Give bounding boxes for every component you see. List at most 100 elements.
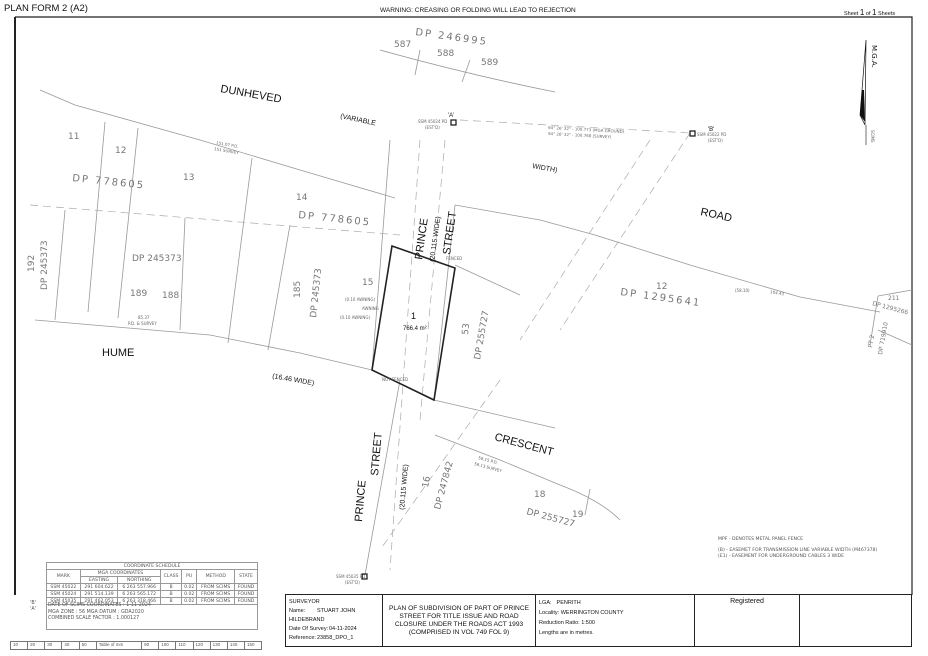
schedule-note: DATE OF SCIMS COORDINATES : 1-11-2024 xyxy=(48,603,151,608)
road-name-prince-upper: PRINCE xyxy=(413,218,431,261)
cell-mark: SSM 45022 xyxy=(46,583,81,591)
dp-label: DP 778605 xyxy=(298,210,372,229)
legend: MPF - DENOTES METAL PANEL FENCE (B) - EA… xyxy=(718,537,877,561)
scale-tick: 50 xyxy=(80,642,97,649)
boundary-lines xyxy=(34,49,913,576)
lot-label: PT 2 xyxy=(867,334,876,348)
road-name-street-upper: STREET xyxy=(441,210,459,255)
reference-label: Reference: xyxy=(289,635,316,641)
cell-class: B xyxy=(160,583,182,591)
lengths-note: Lengths are in metres. xyxy=(539,630,594,636)
ratio-label: Reduction Ratio: xyxy=(539,620,580,626)
cell-state: FOUND xyxy=(234,597,258,605)
sheet-number: 1 xyxy=(859,8,865,17)
road-name-street-lower: STREET xyxy=(369,432,385,477)
lot-label: 16 xyxy=(421,475,433,488)
road-distance: 104.43 xyxy=(770,289,785,296)
scale-tick: 130 xyxy=(211,642,228,649)
lot-1-area: 766.4 m² xyxy=(403,326,427,332)
plan-title-panel: PLAN OF SUBDIVISION OF PART OF PRINCE ST… xyxy=(382,594,536,647)
legend-easement-e1: (E1) - EASEMENT FOR UNDERGROUND CABLES 3… xyxy=(718,554,844,560)
crescent-survey: 58.13 SURVEY xyxy=(474,461,503,473)
col-mga: MGA COORDINATES xyxy=(79,569,162,577)
col-class: CLASS xyxy=(160,569,182,584)
schedule-mark-refs: 'B' 'A' xyxy=(30,582,36,614)
hume-distance-note: P.D. & SURVEY xyxy=(128,321,157,326)
col-pu: PU xyxy=(180,569,198,584)
dp-label: DP 247842 xyxy=(433,460,455,510)
lot-label: 588 xyxy=(437,49,454,59)
schedule-notes: DATE OF SCIMS COORDINATES : 1-11-2024 MG… xyxy=(48,603,151,623)
col-state: STATE xyxy=(234,569,258,584)
road-width-prince-lower: (20.115 WIDE) xyxy=(399,464,410,510)
north-arrow-icon xyxy=(859,39,867,145)
mark-a-label: 'A' xyxy=(448,113,454,119)
road-name-prince-lower: PRINCE xyxy=(353,480,369,522)
dunheved-survey: 151 SURVEY xyxy=(214,146,240,155)
lot-label: 11 xyxy=(68,132,79,142)
road-width-prince-upper: (20.115 WIDE) xyxy=(429,216,442,262)
dp-label: DP 245373 xyxy=(132,254,182,264)
cell-state: FOUND xyxy=(234,583,258,591)
lot-labels: 587 588 589 DP 246995 11 12 13 14 15 DP … xyxy=(27,27,909,530)
surveyor-heading: SURVEYOR xyxy=(289,599,320,605)
cell-pu: 0.02 xyxy=(180,597,198,605)
lot-label: 587 xyxy=(394,40,411,50)
ab-mga-distance: 94° 26' 32" - 100.773 (MGA GROUND) xyxy=(548,125,625,134)
cell-northing: 6 263 565.172 xyxy=(117,590,162,598)
scale-tick: 40 xyxy=(62,642,80,649)
cell-northing: 6 263 318.466 xyxy=(117,597,162,605)
lga-label: LGA: xyxy=(539,600,552,606)
scale-tick: 100 xyxy=(159,642,177,649)
road-distance: (58.10) xyxy=(735,288,750,293)
registered-label: Registered xyxy=(730,598,764,605)
legend-mpf: MPF - DENOTES METAL PANEL FENCE xyxy=(718,537,804,542)
survey-mark-c xyxy=(361,573,368,580)
dp-label: DP 255727 xyxy=(525,507,575,529)
col-mark: MARK xyxy=(46,569,81,584)
dp-label: DP 1295266 xyxy=(871,300,909,316)
road-width-label: WIDTH) xyxy=(532,163,558,174)
north-arrow-label: M.G.A. xyxy=(870,45,878,68)
legend-easement-b: (B) - EASEMET FOR TRANSMISSION LINE VARI… xyxy=(718,548,878,554)
scale-tick: 110 xyxy=(176,642,194,649)
scale-title: Table of mm xyxy=(97,642,143,649)
cell-northing: 6 263 557.966 xyxy=(117,583,162,591)
lot-label: 12 xyxy=(115,146,126,156)
road-name-road: ROAD xyxy=(699,206,733,224)
road-name-dunheved: DUNHEVED xyxy=(219,83,282,106)
date-label: Date Of Survey: xyxy=(289,626,329,632)
cell-easting: 291 604.622 xyxy=(79,583,119,591)
awning-note: AWNING xyxy=(362,306,379,311)
sheets-label: Sheets xyxy=(878,11,896,17)
ab-survey-distance: 94° 26' 32" - 100.768 (SURVEY) xyxy=(548,131,612,139)
lot-label: 53 xyxy=(461,323,472,335)
coordinate-schedule: COORDINATE SCHEDULE MARK MGA COORDINATES… xyxy=(46,562,258,630)
cell-mark: SSM 45024 xyxy=(46,590,81,598)
col-method: METHOD xyxy=(196,569,236,584)
scale-tick: 90 xyxy=(142,642,160,649)
cell-class: B xyxy=(160,590,182,598)
cell-class: B xyxy=(160,597,182,605)
lga: PENRITH xyxy=(556,600,581,606)
sheet-counter: Sheet 1 of 1 Sheets xyxy=(844,8,895,17)
cell-state: FOUND xyxy=(234,590,258,598)
registered-panel: Registered xyxy=(694,594,800,647)
mark-a-id: SSM 45024 PD xyxy=(418,119,447,124)
sheet-label: Sheet xyxy=(844,11,859,17)
lot-label: 13 xyxy=(183,173,194,183)
col-easting: EASTING xyxy=(79,576,119,584)
surveyor-panel: SURVEYOR Name:STUART JOHN HILDEBRAND Dat… xyxy=(285,594,383,647)
scale-tick: 20 xyxy=(28,642,46,649)
awning-note: (0.10 AWNING) xyxy=(345,297,375,302)
sheet-total: 1 xyxy=(872,8,877,17)
scale-tick: 120 xyxy=(194,642,211,649)
lot-label: 188 xyxy=(162,291,179,301)
warning-text: WARNING: CREASING OR FOLDING WILL LEAD T… xyxy=(380,7,576,14)
lot-label: 15 xyxy=(362,278,373,288)
locality-label: Locality: xyxy=(539,610,560,616)
blank-panel xyxy=(799,594,912,647)
mark-b-est: (EST'D) xyxy=(708,138,723,143)
